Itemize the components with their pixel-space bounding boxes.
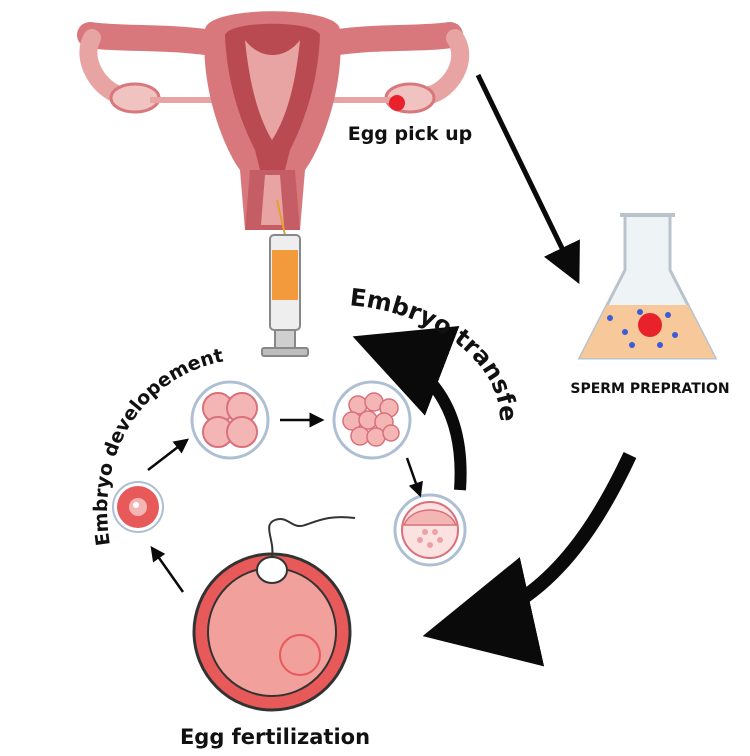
arrow-fert-to-zygote	[150, 545, 185, 593]
arrow-embryo-transfer	[352, 326, 467, 491]
egg-fertilization-label: Egg fertilization	[180, 725, 370, 749]
syringe-icon	[261, 199, 309, 357]
arrow-morula-to-blastocyst	[405, 457, 423, 498]
arrow-zygote-to-4cell	[147, 438, 189, 471]
embryo-cell-4cell-icon	[190, 380, 270, 460]
egg-cell-icon	[192, 516, 356, 712]
sperm-preparation-label: SPERM PREPRATION	[570, 381, 729, 397]
egg-pick-up-label: Egg pick up	[348, 123, 473, 145]
uterus-icon	[77, 11, 470, 230]
embryo-cell-zygote-icon	[112, 481, 164, 533]
embryo-cell-blastocyst-icon	[393, 493, 467, 567]
arrow-to-fertilization	[422, 452, 637, 667]
arrow-to-sperm-prep	[475, 73, 580, 284]
sperm-icons	[607, 309, 678, 348]
flask-icon	[577, 213, 718, 360]
egg-dot-icon	[389, 95, 405, 111]
embryo-cell-morula-icon	[332, 380, 412, 460]
